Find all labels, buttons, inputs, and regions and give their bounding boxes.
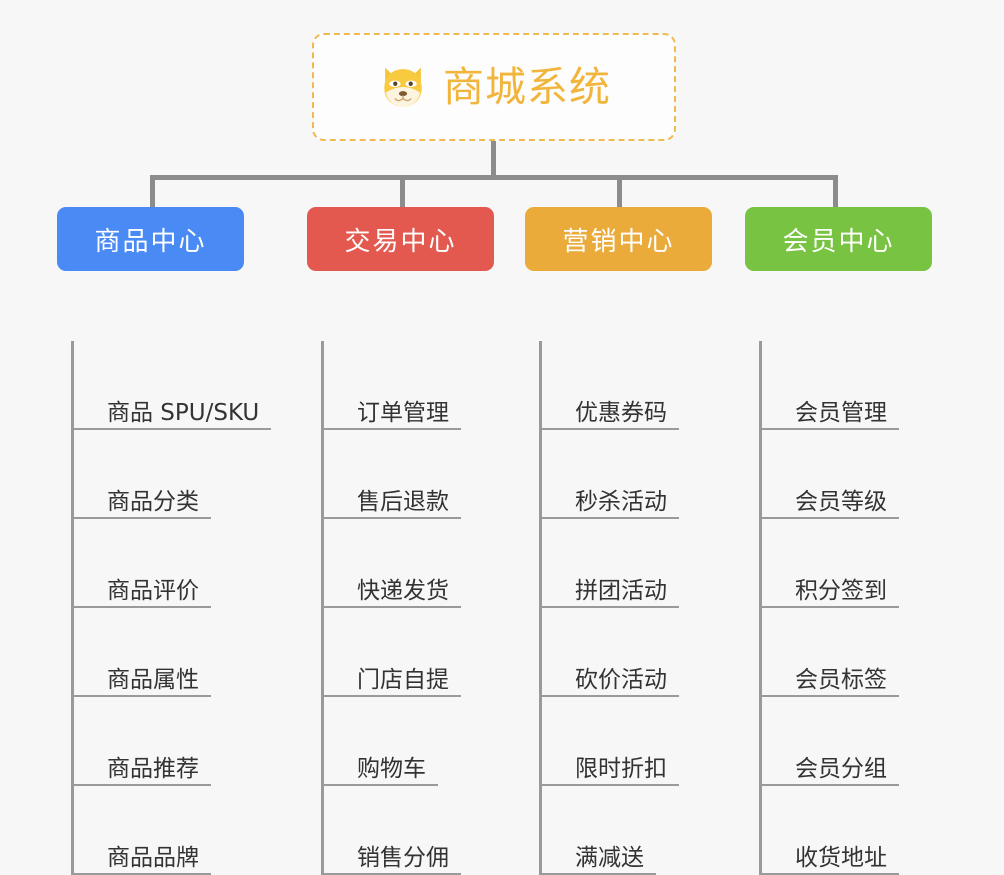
- list-item[interactable]: 满减送: [542, 786, 712, 875]
- leaf-label: 快递发货: [357, 577, 449, 604]
- list-item[interactable]: 售后退款: [324, 430, 494, 519]
- list-item[interactable]: 砍价活动: [542, 608, 712, 697]
- category-header-3[interactable]: 营销中心: [525, 207, 712, 271]
- leaf-label: 商品 SPU/SKU: [107, 399, 260, 426]
- leaf-underline: [542, 784, 679, 786]
- leaf-label: 商品属性: [107, 666, 199, 693]
- leaf-label: 拼团活动: [575, 577, 667, 604]
- category-header-label: 会员中心: [782, 226, 895, 257]
- leaf-underline: [324, 428, 461, 430]
- list-item[interactable]: 商品品牌: [74, 786, 267, 875]
- leaf-underline: [542, 606, 679, 608]
- mindmap-diagram: 商城系统 商品中心 商品 SPU/SKU 商品分类 商品评价 商品属性: [57, 33, 932, 875]
- leaf-label: 商品评价: [107, 577, 199, 604]
- list-item[interactable]: 积分签到: [762, 519, 932, 608]
- leaf-underline: [762, 517, 899, 519]
- leaf-label: 收货地址: [795, 844, 887, 871]
- leaf-label: 商品分类: [107, 488, 199, 515]
- root-title: 商城系统: [443, 62, 611, 111]
- category-header-label: 交易中心: [344, 226, 457, 257]
- list-item[interactable]: 订单管理: [324, 341, 494, 430]
- leaf-list-2: 订单管理 售后退款 快递发货 门店自提 购物车 销售分佣: [321, 341, 494, 875]
- leaf-underline: [74, 695, 211, 697]
- leaf-underline: [762, 695, 899, 697]
- leaf-underline: [542, 517, 679, 519]
- connector-root-stem: [491, 141, 496, 179]
- leaf-list-3: 优惠券码 秒杀活动 拼团活动 砍价活动 限时折扣 满减送: [539, 341, 712, 875]
- leaf-list-4: 会员管理 会员等级 积分签到 会员标签 会员分组 收货地址: [759, 341, 932, 875]
- branch-column-1: 商品中心 商品 SPU/SKU 商品分类 商品评价 商品属性 商品推荐: [57, 207, 271, 875]
- leaf-label: 满减送: [575, 844, 644, 871]
- list-item[interactable]: 会员分组: [762, 697, 932, 786]
- leaf-label: 门店自提: [357, 666, 449, 693]
- category-header-4[interactable]: 会员中心: [745, 207, 932, 271]
- leaf-label: 积分签到: [795, 577, 887, 604]
- list-item[interactable]: 会员等级: [762, 430, 932, 519]
- list-item[interactable]: 拼团活动: [542, 519, 712, 608]
- leaf-label: 售后退款: [357, 488, 449, 515]
- list-item[interactable]: 限时折扣: [542, 697, 712, 786]
- category-header-label: 商品中心: [94, 226, 207, 257]
- list-item[interactable]: 会员管理: [762, 341, 932, 430]
- leaf-label: 砍价活动: [575, 666, 667, 693]
- leaf-underline: [324, 517, 461, 519]
- connector-drop-3: [617, 175, 622, 209]
- leaf-underline: [542, 428, 679, 430]
- leaf-label: 订单管理: [357, 399, 449, 426]
- leaf-label: 会员管理: [795, 399, 887, 426]
- leaf-underline: [324, 606, 461, 608]
- leaf-label: 秒杀活动: [575, 488, 667, 515]
- connector-drop-1: [150, 175, 155, 209]
- leaf-label: 商品品牌: [107, 844, 199, 871]
- category-header-1[interactable]: 商品中心: [57, 207, 244, 271]
- connector-horizontal-bus: [150, 175, 838, 180]
- leaf-underline: [74, 517, 211, 519]
- branch-column-3: 营销中心 优惠券码 秒杀活动 拼团活动 砍价活动 限时折扣: [525, 207, 712, 875]
- list-item[interactable]: 秒杀活动: [542, 430, 712, 519]
- leaf-label: 商品推荐: [107, 755, 199, 782]
- leaf-underline: [762, 606, 899, 608]
- list-item[interactable]: 快递发货: [324, 519, 494, 608]
- connector-drop-4: [833, 175, 838, 209]
- list-item[interactable]: 会员标签: [762, 608, 932, 697]
- list-item[interactable]: 商品属性: [74, 608, 267, 697]
- list-item[interactable]: 商品 SPU/SKU: [74, 341, 271, 430]
- branch-column-2: 交易中心 订单管理 售后退款 快递发货 门店自提 购物车: [307, 207, 494, 875]
- leaf-label: 购物车: [357, 755, 426, 782]
- connector-drop-2: [400, 175, 405, 209]
- leaf-underline: [74, 784, 211, 786]
- list-item[interactable]: 优惠券码: [542, 341, 712, 430]
- leaf-label: 限时折扣: [575, 755, 667, 782]
- list-item[interactable]: 商品推荐: [74, 697, 267, 786]
- leaf-label: 会员分组: [795, 755, 887, 782]
- leaf-underline: [542, 695, 679, 697]
- list-item[interactable]: 商品分类: [74, 430, 267, 519]
- leaf-label: 优惠券码: [575, 399, 667, 426]
- root-node[interactable]: 商城系统: [312, 33, 676, 141]
- branch-column-4: 会员中心 会员管理 会员等级 积分签到 会员标签 会员分组: [745, 207, 932, 875]
- leaf-label: 会员标签: [795, 666, 887, 693]
- list-item[interactable]: 商品评价: [74, 519, 267, 608]
- leaf-underline: [762, 428, 899, 430]
- leaf-list-1: 商品 SPU/SKU 商品分类 商品评价 商品属性 商品推荐 商品品牌: [71, 341, 271, 875]
- leaf-underline: [762, 784, 899, 786]
- leaf-label: 销售分佣: [357, 844, 449, 871]
- list-item[interactable]: 收货地址: [762, 786, 932, 875]
- leaf-underline: [324, 695, 461, 697]
- list-item[interactable]: 门店自提: [324, 608, 494, 697]
- shiba-dog-face-icon: [384, 67, 422, 107]
- leaf-underline: [74, 428, 271, 430]
- leaf-underline: [324, 784, 438, 786]
- leaf-underline: [74, 606, 211, 608]
- list-item[interactable]: 销售分佣: [324, 786, 494, 875]
- category-header-label: 营销中心: [562, 226, 675, 257]
- category-header-2[interactable]: 交易中心: [307, 207, 494, 271]
- leaf-label: 会员等级: [795, 488, 887, 515]
- list-item[interactable]: 购物车: [324, 697, 494, 786]
